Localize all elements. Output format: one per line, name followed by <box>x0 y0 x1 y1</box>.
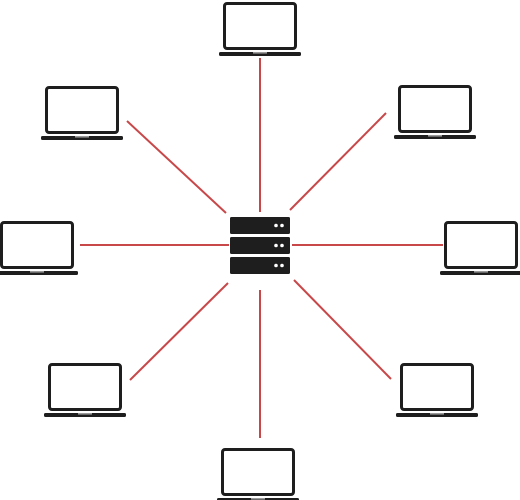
laptop-hinge <box>428 135 442 137</box>
laptop-base <box>394 135 476 139</box>
laptop-base <box>41 136 123 140</box>
laptop-base <box>44 413 126 417</box>
laptop-hinge <box>78 413 92 415</box>
server-led <box>280 243 284 248</box>
laptop-bottom-left-icon <box>44 363 126 417</box>
laptop-bottom-icon <box>217 448 299 500</box>
laptop-hinge <box>30 271 44 273</box>
link-top-right <box>289 112 387 211</box>
server-unit <box>230 217 290 234</box>
laptop-screen <box>0 221 74 269</box>
server-hub <box>230 217 290 274</box>
laptop-base <box>219 52 301 56</box>
connection-links <box>80 58 443 438</box>
laptop-hinge <box>474 271 488 273</box>
laptop-screen <box>400 363 474 411</box>
laptop-hinge <box>430 413 444 415</box>
laptop-top-icon <box>219 2 301 56</box>
server-led <box>274 263 278 268</box>
server-unit-body <box>230 257 290 274</box>
laptop-base <box>440 271 520 275</box>
laptop-base <box>396 413 478 417</box>
server-unit-body <box>230 217 290 234</box>
laptop-screen <box>223 2 297 50</box>
laptop-hinge <box>253 52 267 54</box>
laptop-screen <box>45 86 119 134</box>
server-led <box>280 223 284 228</box>
laptop-bottom-right-icon <box>396 363 478 417</box>
laptop-top-right-icon <box>394 85 476 139</box>
server-unit-body <box>230 237 290 254</box>
server-unit <box>230 257 290 274</box>
link-bottom-left <box>129 282 229 381</box>
server-rack-icon <box>230 217 290 274</box>
laptop-hinge <box>251 498 265 500</box>
server-led <box>274 223 278 228</box>
server-led <box>280 263 284 268</box>
laptop-right-icon <box>440 221 520 275</box>
laptop-screen <box>221 448 295 496</box>
laptop-screen <box>444 221 518 269</box>
laptop-screen <box>48 363 122 411</box>
server-unit <box>230 237 290 254</box>
link-bottom-right <box>293 279 392 380</box>
link-top-left <box>126 120 227 214</box>
laptop-base <box>0 271 78 275</box>
laptop-top-left-icon <box>41 86 123 140</box>
laptop-screen <box>398 85 472 133</box>
laptop-left-icon <box>0 221 78 275</box>
server-led <box>274 243 278 248</box>
laptop-hinge <box>75 136 89 138</box>
